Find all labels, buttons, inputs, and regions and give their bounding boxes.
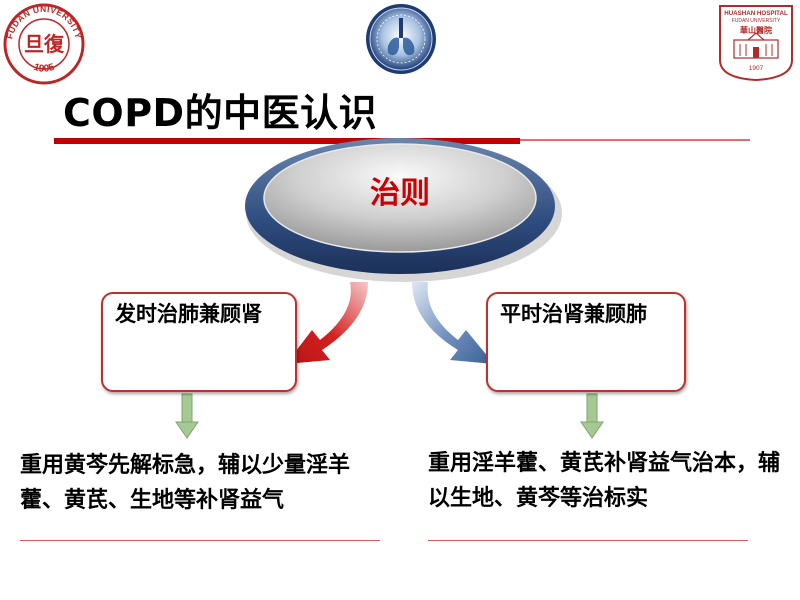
green-down-arrow-left — [175, 393, 199, 439]
page-title: COPD的中医认识 — [63, 91, 378, 135]
remission-phase-box: 平时治肾兼顾肺 — [486, 292, 686, 392]
huashan-logo-cn-name: 華山醫院 — [740, 25, 772, 35]
title-underline-bar — [54, 138, 520, 144]
huashan-hospital-logo: HUASHAN HOSPITAL FUDAN UNIVERSITY 華山醫院 1… — [719, 5, 793, 82]
treatment-principle-label: 治则 — [370, 176, 430, 211]
huashan-logo-year: 1907 — [749, 65, 764, 72]
huashan-logo-subname: FUDAN UNIVERSITY — [732, 18, 781, 24]
oval-shadow — [246, 144, 562, 282]
fudan-logo-year: 1905 — [32, 62, 56, 75]
remission-phase-label: 平时治肾兼顾肺 — [500, 302, 647, 326]
divider-right — [428, 540, 748, 541]
title-underline-thin — [520, 139, 750, 141]
huashan-logo-name: HUASHAN HOSPITAL — [724, 10, 788, 17]
red-branch-arrow — [286, 282, 368, 364]
remission-phase-detail: 重用淫羊藿、黄芪补肾益气治本，辅以生地、黄芩等治标实 — [428, 451, 781, 511]
divider-left — [20, 540, 380, 541]
respiratory-emblem-logo — [366, 4, 436, 74]
attack-phase-box: 发时治肺兼顾肾 — [101, 292, 297, 392]
attack-phase-label: 发时治肺兼顾肾 — [115, 302, 262, 326]
svg-text:1905: 1905 — [32, 62, 56, 75]
blue-branch-arrow — [412, 282, 494, 364]
green-down-arrow-right — [580, 393, 604, 439]
fudan-university-logo: FUDAN UNIVERSITY 1905 旦復 — [3, 3, 85, 85]
attack-phase-detail: 重用黄芩先解标急，辅以少量淫羊藿、黄芪、生地等补肾益气 — [20, 453, 351, 513]
fudan-logo-glyph: 旦復 — [24, 32, 65, 56]
